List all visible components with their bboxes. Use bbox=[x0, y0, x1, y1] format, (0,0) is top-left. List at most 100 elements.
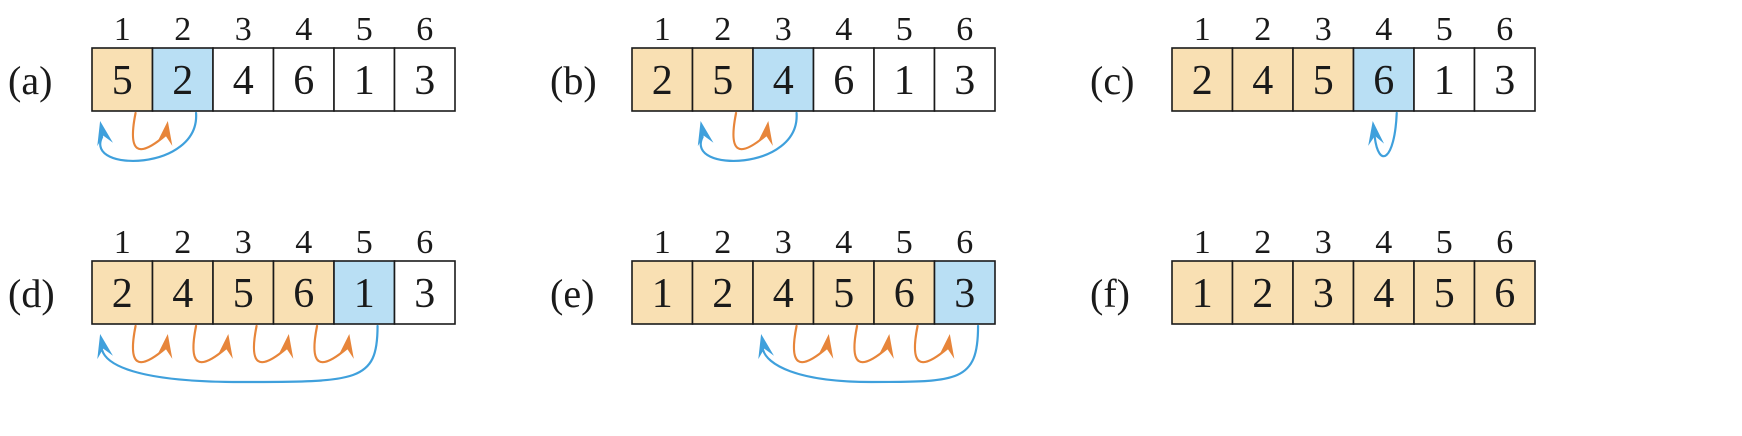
cell-value: 2 bbox=[1192, 58, 1213, 104]
index-label: 5 bbox=[896, 11, 913, 48]
array-cell-unsorted bbox=[812, 47, 875, 112]
index-label: 1 bbox=[654, 11, 671, 48]
key-arrow bbox=[699, 111, 798, 162]
index-label: 1 bbox=[654, 224, 671, 261]
panel-label: (a) bbox=[8, 58, 52, 103]
index-label: 3 bbox=[235, 224, 252, 261]
index-label: 1 bbox=[1194, 11, 1211, 48]
shift-arrow bbox=[131, 324, 167, 364]
cell-value: 5 bbox=[233, 271, 254, 317]
shift-arrow bbox=[313, 324, 349, 364]
cell-value: 1 bbox=[354, 271, 375, 317]
cell-value: 6 bbox=[894, 271, 915, 317]
cell-value: 3 bbox=[954, 271, 975, 317]
array-cell-sorted bbox=[151, 260, 214, 325]
shift-arrow-head bbox=[756, 121, 773, 146]
array-cell-sorted bbox=[631, 260, 694, 325]
index-label: 2 bbox=[174, 224, 191, 261]
index-label: 5 bbox=[356, 224, 373, 261]
shift-arrow bbox=[252, 324, 288, 364]
index-label: 6 bbox=[1496, 11, 1513, 48]
shift-arrow-head bbox=[156, 121, 173, 146]
cell-value: 3 bbox=[1313, 271, 1334, 317]
cell-value: 4 bbox=[172, 271, 193, 317]
array-cell-sorted bbox=[812, 260, 875, 325]
key-arrow bbox=[762, 324, 980, 384]
index-label: 2 bbox=[1254, 224, 1271, 261]
cell-value: 6 bbox=[293, 271, 314, 317]
key-arrow-head bbox=[97, 121, 113, 147]
array-cell-key bbox=[1352, 47, 1415, 112]
key-arrow-head bbox=[97, 334, 113, 360]
index-label: 3 bbox=[235, 11, 252, 48]
cell-value: 6 bbox=[293, 58, 314, 104]
cell-value: 2 bbox=[112, 271, 133, 317]
array-cell-sorted bbox=[1352, 260, 1415, 325]
array-cell-sorted bbox=[1473, 260, 1536, 325]
array-cell-unsorted bbox=[333, 47, 396, 112]
index-label: 4 bbox=[1375, 11, 1392, 48]
index-label: 5 bbox=[896, 224, 913, 261]
cell-value: 5 bbox=[1434, 271, 1455, 317]
shift-arrow bbox=[732, 111, 768, 151]
index-label: 2 bbox=[714, 11, 731, 48]
shift-arrow-head bbox=[277, 334, 294, 359]
cell-value: 6 bbox=[1373, 58, 1394, 104]
shift-arrow-head bbox=[938, 334, 955, 359]
index-label: 6 bbox=[416, 11, 433, 48]
key-arrow bbox=[99, 111, 198, 162]
shift-arrow bbox=[131, 111, 167, 151]
cell-value: 3 bbox=[414, 271, 435, 317]
index-label: 2 bbox=[714, 224, 731, 261]
array-cell-key bbox=[752, 47, 815, 112]
index-label: 4 bbox=[295, 11, 312, 48]
array-cell-sorted bbox=[272, 260, 335, 325]
array-cell-sorted bbox=[691, 260, 754, 325]
index-label: 5 bbox=[1436, 224, 1453, 261]
cell-value: 2 bbox=[172, 58, 193, 104]
panel-label: (f) bbox=[1090, 271, 1130, 316]
cell-value: 4 bbox=[1252, 58, 1273, 104]
array-cell-sorted bbox=[752, 260, 815, 325]
array-cell-unsorted bbox=[933, 47, 996, 112]
shift-arrow bbox=[853, 324, 889, 364]
cell-value: 5 bbox=[712, 58, 733, 104]
shift-arrow bbox=[192, 324, 228, 364]
key-arrow bbox=[101, 324, 379, 384]
cell-value: 4 bbox=[233, 58, 254, 104]
array-cell-sorted bbox=[91, 260, 154, 325]
shift-arrow-head bbox=[817, 334, 834, 359]
index-label: 3 bbox=[1315, 11, 1332, 48]
index-label: 4 bbox=[835, 11, 852, 48]
array-cell-sorted bbox=[1231, 47, 1294, 112]
index-label: 4 bbox=[1375, 224, 1392, 261]
index-label: 3 bbox=[1315, 224, 1332, 261]
array-cell-sorted bbox=[91, 47, 154, 112]
cell-value: 3 bbox=[1494, 58, 1515, 104]
cell-value: 1 bbox=[894, 58, 915, 104]
array-cell-key bbox=[933, 260, 996, 325]
index-label: 6 bbox=[956, 224, 973, 261]
index-label: 2 bbox=[174, 11, 191, 48]
cell-value: 2 bbox=[712, 271, 733, 317]
index-label: 6 bbox=[416, 224, 433, 261]
index-label: 3 bbox=[775, 224, 792, 261]
panel-label: (b) bbox=[550, 58, 597, 103]
cell-value: 1 bbox=[1192, 271, 1213, 317]
cell-value: 2 bbox=[1252, 271, 1273, 317]
index-label: 6 bbox=[1496, 224, 1513, 261]
index-label: 5 bbox=[1436, 11, 1453, 48]
cell-value: 4 bbox=[1373, 271, 1394, 317]
array-cell-sorted bbox=[873, 260, 936, 325]
cell-value: 4 bbox=[773, 58, 794, 104]
index-label: 6 bbox=[956, 11, 973, 48]
array-cell-unsorted bbox=[1473, 47, 1536, 112]
panel-label: (c) bbox=[1090, 58, 1134, 103]
cell-value: 1 bbox=[354, 58, 375, 104]
index-label: 1 bbox=[114, 224, 131, 261]
shift-arrow-head bbox=[337, 334, 354, 359]
index-label: 1 bbox=[114, 11, 131, 48]
